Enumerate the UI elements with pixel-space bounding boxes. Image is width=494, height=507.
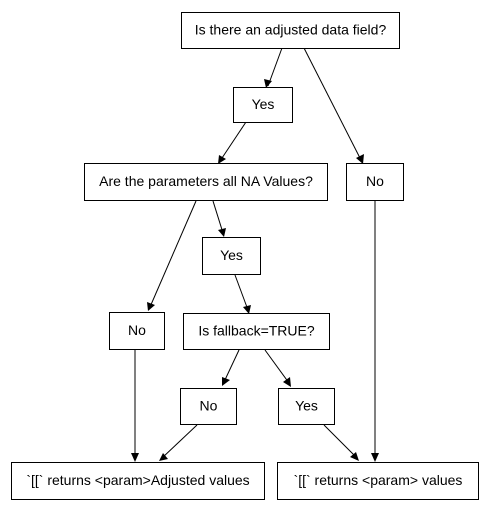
arrowhead-no-fallback-to-out-adjusted	[159, 453, 168, 461]
edge-q-all-na-to-yes	[212, 200, 224, 234]
arrowhead-no-adjusted-to-out-values	[371, 453, 379, 462]
node-output-values-label: `[[` returns <param> values	[294, 472, 463, 488]
arrowhead-q-adjusted-to-no	[356, 154, 364, 164]
node-question-adjusted: Is there an adjusted data field?	[181, 12, 400, 49]
node-no-adjusted: No	[346, 163, 404, 201]
arrowhead-q-all-na-to-yes	[218, 228, 226, 237]
node-yes-adjusted-label: Yes	[252, 96, 275, 112]
node-question-all-na-label: Are the parameters all NA Values?	[99, 173, 313, 189]
node-output-adjusted-label: `[[` returns <param>Adjusted values	[26, 472, 249, 488]
edge-q-fallback-to-no	[223, 349, 240, 383]
arrowhead-no-all-na-to-out-adjusted	[131, 453, 139, 462]
arrowhead-yes-fallback-to-out-values	[350, 452, 359, 461]
node-no-all-na-label: No	[128, 322, 146, 338]
node-yes-fallback-label: Yes	[295, 398, 318, 414]
node-yes-adjusted: Yes	[233, 87, 293, 123]
arrowhead-q-fallback-to-no	[222, 377, 230, 386]
node-question-fallback: Is fallback=TRUE?	[183, 313, 330, 350]
edges	[131, 47, 379, 462]
arrowhead-q-fallback-to-yes	[283, 377, 291, 387]
edge-q-adjusted-to-yes	[267, 47, 283, 87]
node-output-adjusted: `[[` returns <param>Adjusted values	[11, 462, 265, 500]
node-no-fallback: No	[180, 388, 237, 425]
node-question-adjusted-label: Is there an adjusted data field?	[195, 22, 387, 38]
node-output-values: `[[` returns <param> values	[277, 462, 479, 500]
edge-no-fallback-to-out-adjusted	[161, 424, 198, 459]
arrowhead-q-all-na-to-no	[147, 302, 155, 311]
edge-yes-all-na-to-q-fallback	[234, 274, 249, 311]
node-question-all-na: Are the parameters all NA Values?	[84, 163, 328, 201]
arrowhead-yes-adjusted-to-q-all-na	[218, 155, 226, 164]
edge-yes-adjusted-to-q-all-na	[219, 121, 247, 162]
edge-q-fallback-to-yes	[264, 349, 290, 384]
edge-q-all-na-to-no	[149, 200, 197, 308]
arrowhead-q-adjusted-to-yes	[264, 79, 272, 88]
node-question-fallback-label: Is fallback=TRUE?	[198, 323, 315, 339]
node-no-fallback-label: No	[200, 398, 218, 414]
edge-yes-fallback-to-out-values	[323, 424, 357, 458]
edge-q-adjusted-to-no	[303, 47, 362, 161]
arrowhead-yes-all-na-to-q-fallback	[243, 305, 251, 314]
node-yes-fallback: Yes	[278, 388, 335, 425]
node-yes-all-na-label: Yes	[220, 247, 243, 263]
node-no-all-na: No	[109, 312, 165, 350]
node-yes-all-na: Yes	[202, 237, 261, 275]
node-no-adjusted-label: No	[366, 173, 384, 189]
